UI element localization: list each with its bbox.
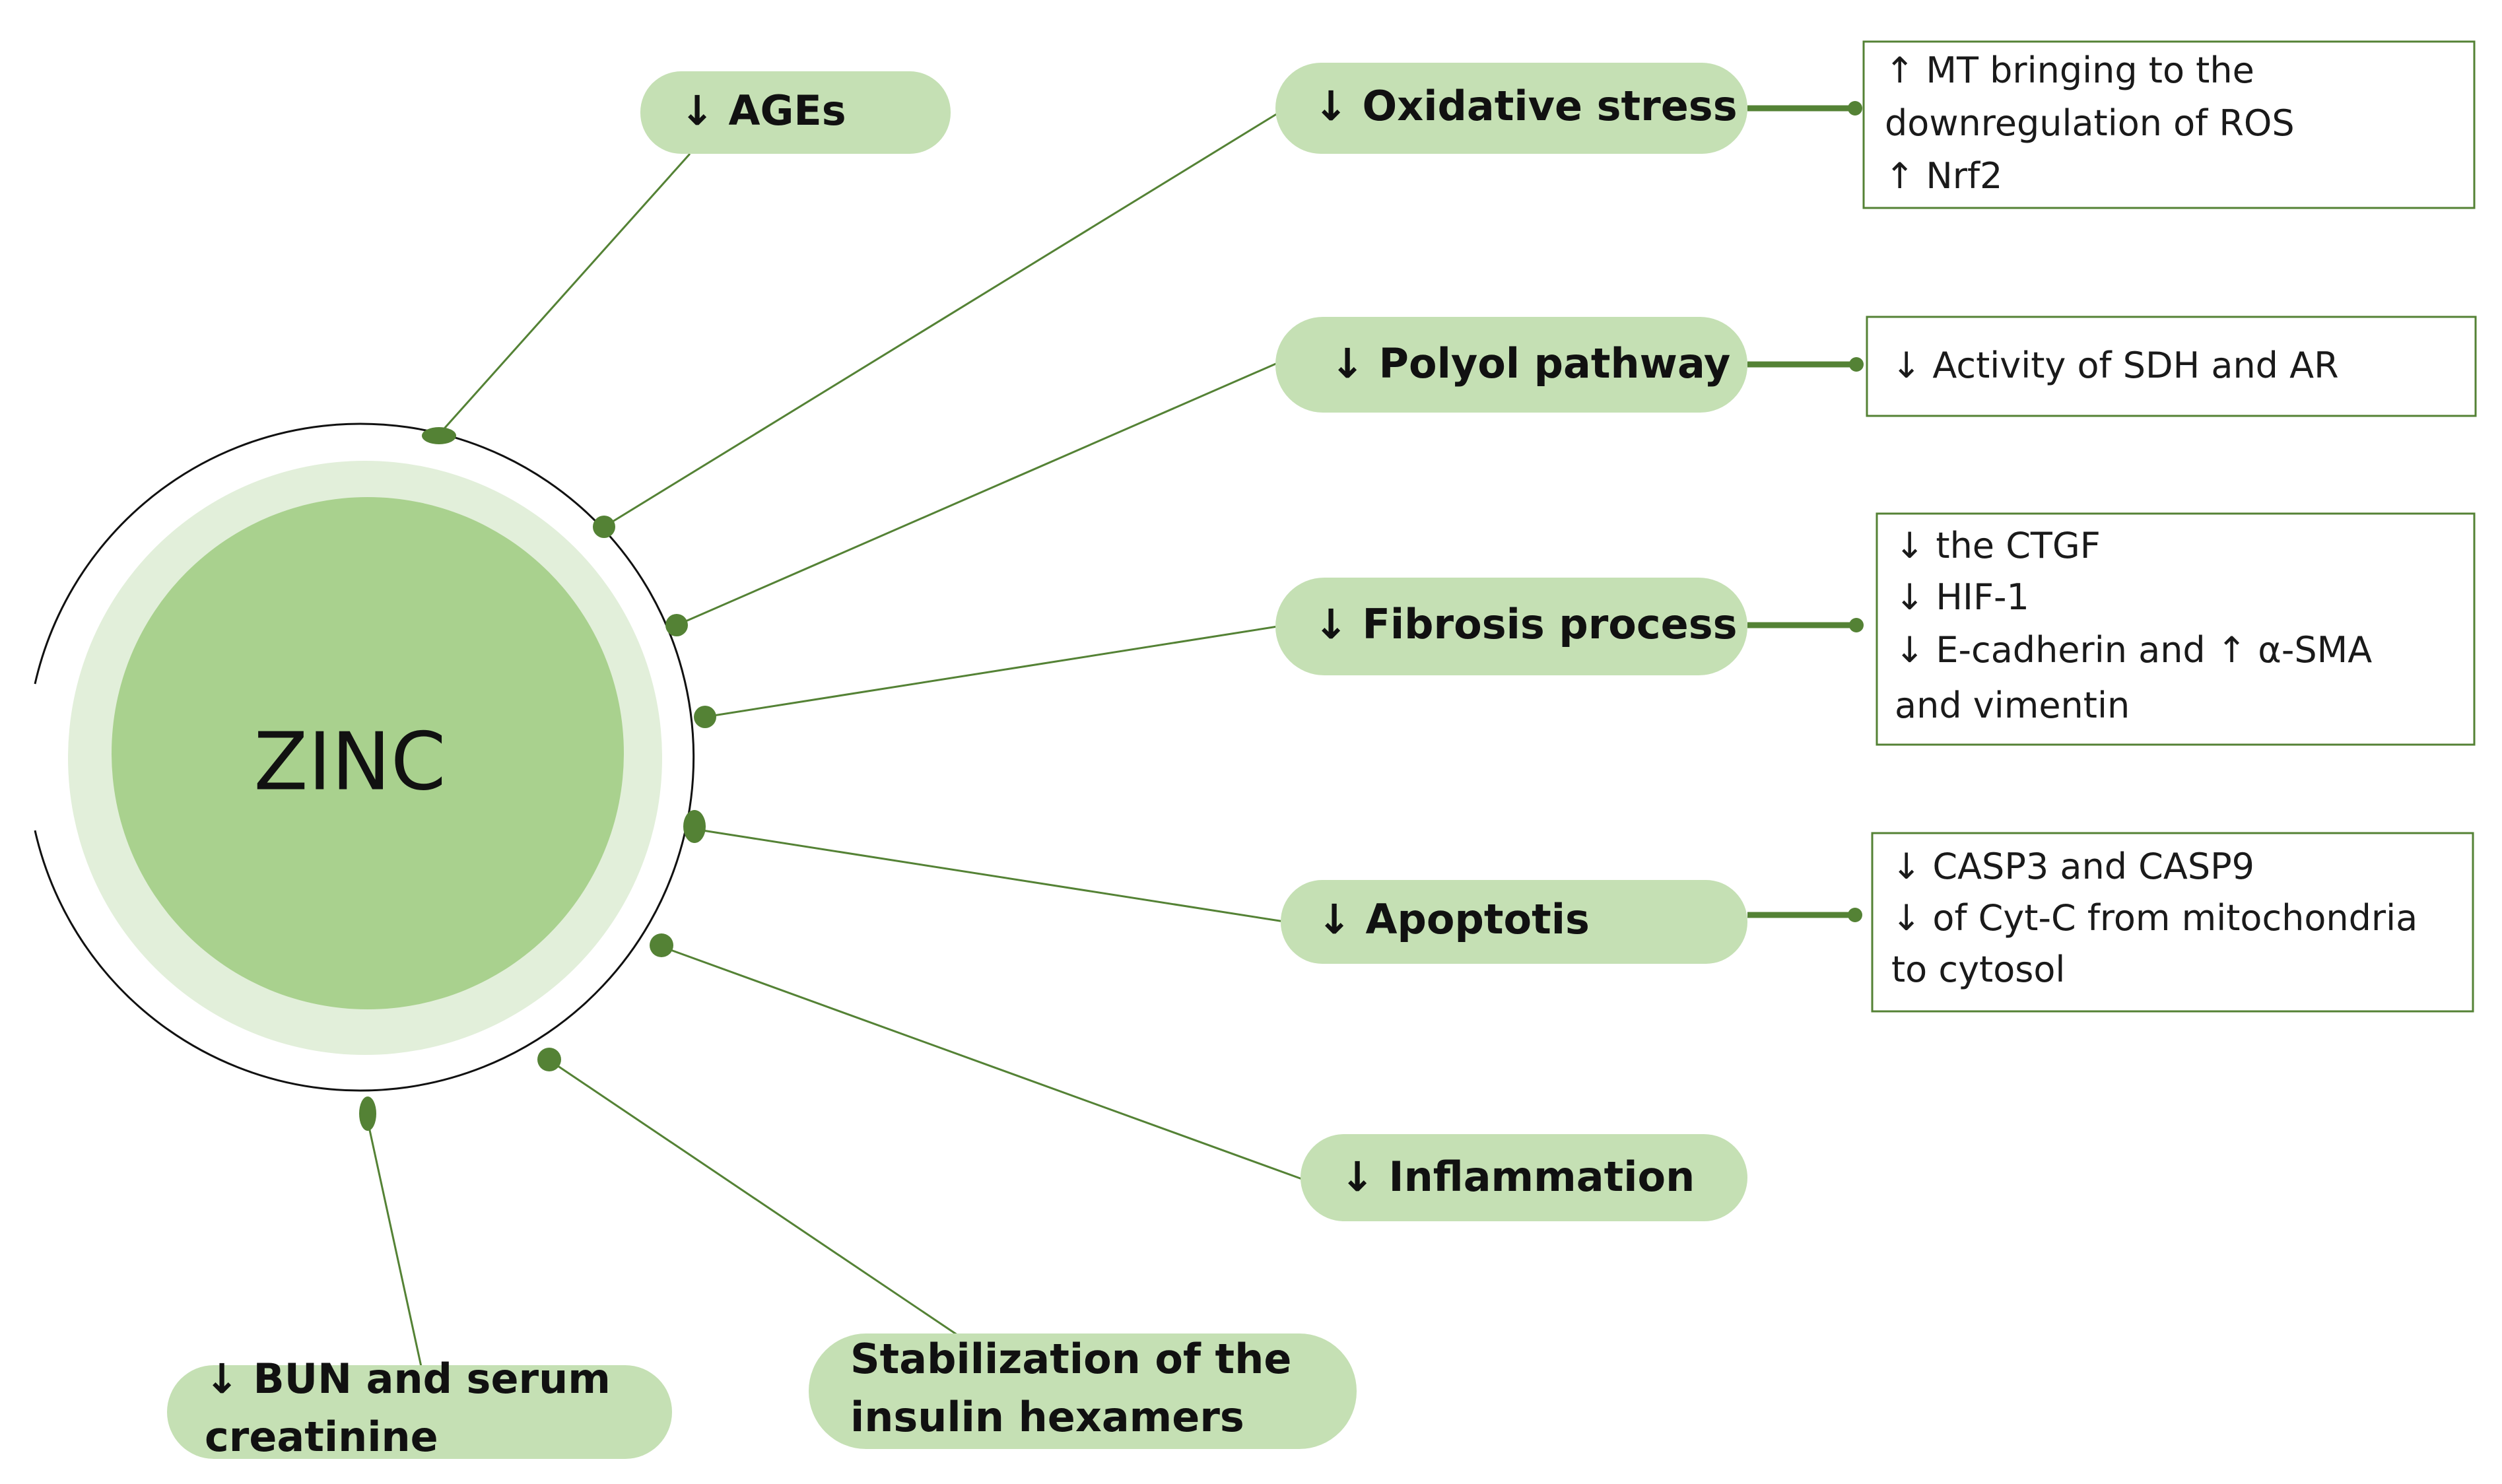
detail-fibrosis-process-text: ↓ the CTGF ↓ HIF-1 ↓ E-cadherin and ↑ α-… xyxy=(1895,525,2383,726)
effect-polyol-pathway: ↓ Polyol pathway xyxy=(1275,317,1747,413)
effect-polyol-pathway-label: ↓ Polyol pathway xyxy=(1330,339,1730,388)
arrow-fibrosis-process-dot xyxy=(1849,618,1864,632)
effect-oxidative-stress-line: ↓ Oxidative stress xyxy=(1314,82,1738,130)
arrow-polyol-pathway-dot xyxy=(1849,357,1864,372)
effect-bun-creatinine-pill xyxy=(167,1365,672,1459)
effect-polyol-pathway-line: ↓ Polyol pathway xyxy=(1330,339,1730,388)
ring-dots xyxy=(359,427,716,1131)
effect-inflammation-pill xyxy=(1301,1134,1747,1221)
effect-polyol-pathway-pill xyxy=(1275,317,1747,413)
detail-oxidative-stress-line-3: ↑ Nrf2 xyxy=(1885,155,2002,197)
connector-oxidative-stress xyxy=(603,112,1278,528)
connector-bun-creatinine xyxy=(365,1114,423,1367)
effect-insulin-hexamers-line-2: insulin hexamers xyxy=(850,1393,1244,1441)
zinc-node: ZINC xyxy=(34,422,695,1092)
effect-insulin-hexamers-line-1: Stabilization of the xyxy=(850,1335,1291,1383)
arrow-oxidative-stress-dot xyxy=(1848,101,1862,116)
detail-arrows xyxy=(1747,101,1864,922)
dot-polyol-pathway xyxy=(665,614,688,636)
dot-bun-creatinine xyxy=(359,1096,376,1131)
effect-fibrosis-process-pill xyxy=(1275,578,1747,675)
detail-polyol-pathway: ↓ Activity of SDH and AR xyxy=(1866,316,2477,417)
detail-fibrosis-process-box xyxy=(1876,512,2476,746)
effect-oxidative-stress: ↓ Oxidative stress xyxy=(1275,63,1747,154)
effect-apoptosis: ↓ Apoptotis xyxy=(1281,880,1747,964)
dot-insulin-hexamers xyxy=(537,1048,561,1071)
arrow-polyol-pathway xyxy=(1747,357,1864,372)
detail-oxidative-stress-line-1: ↑ MT bringing to the xyxy=(1885,50,2254,91)
connector-ages xyxy=(438,153,691,435)
detail-oxidative-stress-text: ↑ MT bringing to the downregulation of R… xyxy=(1885,50,2306,197)
effect-inflammation-line: ↓ Inflammation xyxy=(1340,1153,1695,1201)
dot-ages xyxy=(422,427,456,444)
detail-polyol-pathway-line-1: ↓ Activity of SDH and AR xyxy=(1891,345,2339,386)
detail-apoptosis-line-2: ↓ of Cyt-C from mitochondria xyxy=(1891,897,2417,939)
effect-inflammation-label: ↓ Inflammation xyxy=(1340,1153,1695,1201)
detail-fibrosis-process-line-3: ↓ E-cadherin and ↑ α-SMA xyxy=(1895,629,2372,671)
dot-inflammation xyxy=(650,933,673,957)
effect-insulin-hexamers-pill xyxy=(809,1333,1357,1449)
connector-apoptosis xyxy=(694,828,1285,923)
arrow-oxidative-stress xyxy=(1747,101,1862,116)
effect-bun-creatinine-line-1: ↓ BUN and serum xyxy=(205,1355,611,1403)
connector-insulin-hexamers xyxy=(549,1059,958,1336)
detail-apoptosis: ↓ CASP3 and CASP9 ↓ of Cyt-C from mitoch… xyxy=(1871,832,2474,1013)
detail-oxidative-stress: ↑ MT bringing to the downregulation of R… xyxy=(1862,40,2476,209)
connector-fibrosis-process xyxy=(704,625,1278,718)
effect-fibrosis-process-label: ↓ Fibrosis process xyxy=(1314,600,1738,648)
effect-bun-creatinine-label: ↓ BUN and serum creatinine xyxy=(205,1355,625,1461)
dot-fibrosis-process xyxy=(694,706,716,728)
detail-fibrosis-process-line-4: and vimentin xyxy=(1895,685,2130,726)
outer-ring-arc xyxy=(34,422,695,1092)
connectors xyxy=(365,112,1304,1367)
effect-fibrosis-process: ↓ Fibrosis process xyxy=(1275,578,1747,675)
detail-apoptosis-text: ↓ CASP3 and CASP9 ↓ of Cyt-C from mitoch… xyxy=(1891,846,2429,990)
arrow-apoptosis-dot xyxy=(1848,908,1862,922)
arrow-apoptosis xyxy=(1747,908,1862,922)
dot-oxidative-stress xyxy=(593,516,615,538)
effect-apoptosis-pill xyxy=(1281,880,1747,964)
detail-fibrosis-process-line-1: ↓ the CTGF xyxy=(1895,525,2101,566)
dot-apoptosis xyxy=(683,810,706,843)
effect-ages-label: ↓ AGEs xyxy=(680,86,846,135)
effect-apoptosis-line: ↓ Apoptotis xyxy=(1317,895,1590,943)
inner-disc xyxy=(112,497,624,1009)
detail-polyol-pathway-text: ↓ Activity of SDH and AR xyxy=(1891,345,2339,386)
connector-polyol-pathway xyxy=(676,362,1278,626)
effect-fibrosis-process-line: ↓ Fibrosis process xyxy=(1314,600,1738,648)
effect-ages-line: ↓ AGEs xyxy=(680,86,846,135)
effect-oxidative-stress-label: ↓ Oxidative stress xyxy=(1314,82,1738,130)
effect-oxidative-stress-pill xyxy=(1275,63,1747,154)
effect-insulin-hexamers: Stabilization of the insulin hexamers xyxy=(809,1333,1357,1449)
detail-apoptosis-line-3: to cytosol xyxy=(1891,949,2065,990)
effect-ages: ↓ AGEs xyxy=(640,71,951,154)
detail-polyol-pathway-box xyxy=(1866,316,2477,417)
effect-inflammation: ↓ Inflammation xyxy=(1301,1134,1747,1221)
effect-bun-creatinine-line-2: creatinine xyxy=(205,1413,438,1461)
arrow-fibrosis-process xyxy=(1747,618,1864,632)
detail-apoptosis-line-1: ↓ CASP3 and CASP9 xyxy=(1891,846,2254,887)
detail-fibrosis-process-line-2: ↓ HIF-1 xyxy=(1895,576,2029,618)
detail-oxidative-stress-box xyxy=(1862,40,2476,209)
effect-insulin-hexamers-label: Stabilization of the insulin hexamers xyxy=(850,1335,1306,1441)
detail-oxidative-stress-line-2: downregulation of ROS xyxy=(1885,102,2295,144)
effect-apoptosis-label: ↓ Apoptotis xyxy=(1317,895,1590,943)
detail-fibrosis-process: ↓ the CTGF ↓ HIF-1 ↓ E-cadherin and ↑ α-… xyxy=(1876,512,2476,746)
connector-inflammation xyxy=(661,945,1304,1181)
detail-apoptosis-box xyxy=(1871,832,2474,1013)
effect-ages-pill xyxy=(640,71,951,154)
effect-bun-creatinine: ↓ BUN and serum creatinine xyxy=(167,1355,672,1461)
zinc-label: ZINC xyxy=(254,717,446,809)
